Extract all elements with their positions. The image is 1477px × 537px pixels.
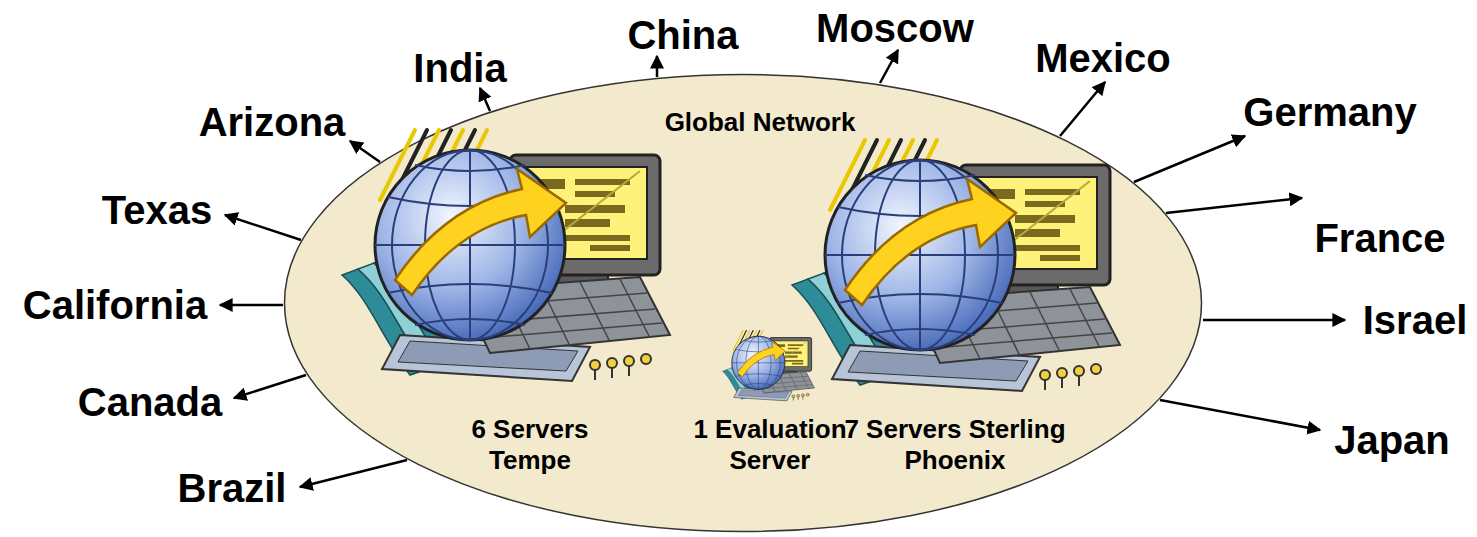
location-arrows [220, 50, 1345, 487]
location-label: Israel [1363, 296, 1468, 344]
server-icon [342, 130, 670, 381]
location-label: Brazil [178, 464, 287, 512]
server-label: 6 Servers Tempe [460, 414, 600, 476]
location-label: Japan [1334, 416, 1450, 464]
location-label: Mexico [1035, 34, 1171, 82]
server-icon [792, 140, 1120, 391]
location-label: Texas [102, 186, 212, 234]
location-label: California [23, 281, 207, 329]
server-label: 1 Evaluation Server [685, 414, 855, 476]
location-label: France [1314, 214, 1445, 262]
location-label: Germany [1243, 88, 1416, 136]
server-label: 7 Servers Sterling Phoenix [835, 414, 1075, 476]
location-label: Canada [78, 378, 223, 426]
location-label: Arizona [199, 98, 346, 146]
location-label: China [627, 11, 738, 59]
server-icon [723, 331, 815, 401]
location-label: India [413, 44, 506, 92]
network-ellipse-shape [285, 75, 1202, 532]
location-label: Moscow [816, 4, 974, 52]
region-title: Global Network [665, 107, 856, 137]
